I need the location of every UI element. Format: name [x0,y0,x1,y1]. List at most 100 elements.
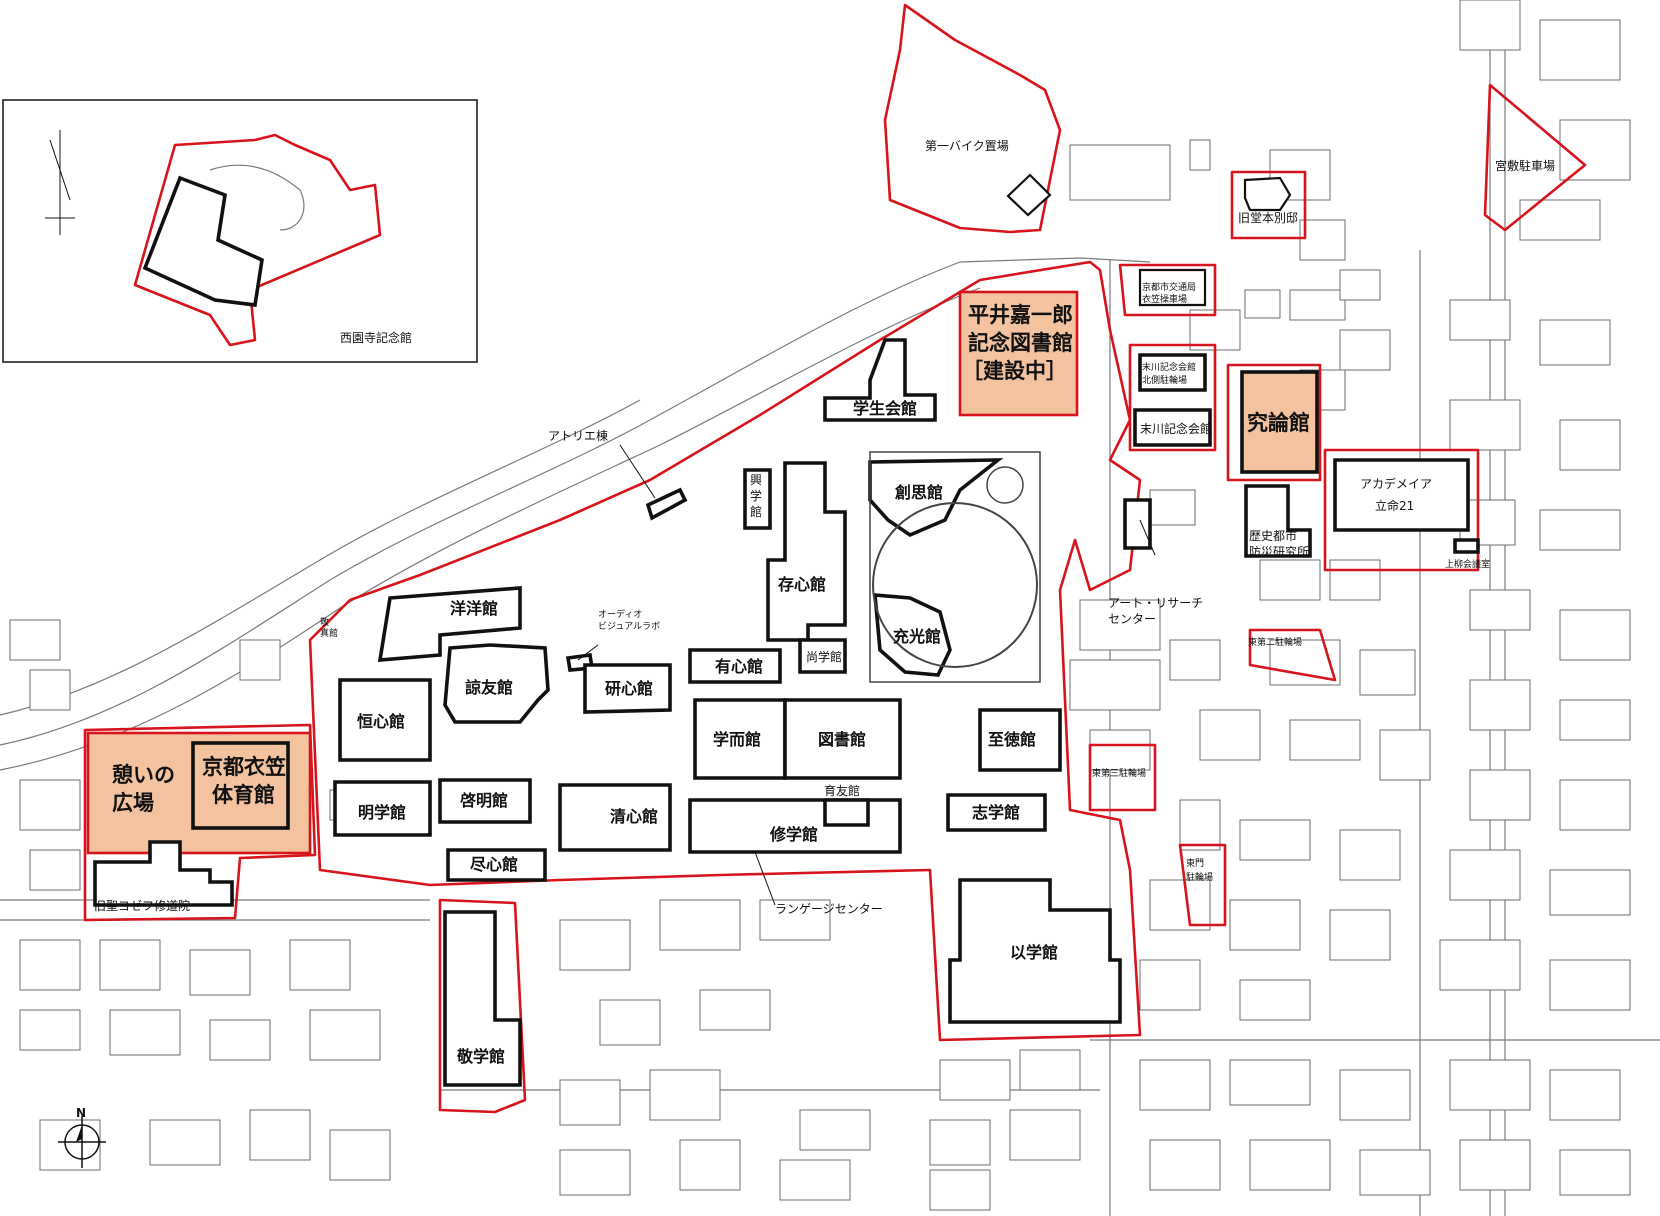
kyudo-boundary [1230,170,1307,240]
soshikan-building [868,458,1004,538]
seishinkan-building [558,783,672,852]
label-higashimon-2: 駐輪場 [1186,871,1213,883]
seiyosefu-building [93,840,234,907]
label-jinshinkan: 尽心館 [470,855,518,874]
koshinkan-building [338,678,432,762]
label-ikoi-1: 憩いの [112,763,175,787]
inset-north-arrow [45,130,75,235]
inset-boundary [133,133,382,347]
label-gym-2: 体育館 [212,783,275,807]
label-seiyosefu: 旧聖ヨゼフ修道院 [94,898,190,913]
label-suekawa: 末川記念会館 [1140,421,1212,436]
label-kyuronkan: 究論館 [1247,411,1310,435]
inset-label: 西園寺記念館 [340,330,412,345]
label-sanko-1: 敬 [320,616,329,628]
rekishi-building [1244,484,1312,558]
compass-icon: N [58,1106,106,1168]
label-rekishi-2: 防災研究所 [1249,544,1309,559]
label-yoyokan: 洋洋館 [450,599,498,618]
art-research-building [1123,498,1152,550]
label-yushinkan: 有心館 [715,657,763,676]
campus-boundaries [83,3,1587,1114]
ikoi-boundary [83,723,317,922]
label-ikoi-2: 広場 [112,791,154,815]
label-kogaku-2: 学 [750,488,762,503]
label-academeia-1: アカデメイア [1360,476,1432,491]
suekawa-n-boundary [1128,343,1217,452]
yushinkan-building [688,648,782,684]
label-library-1: 平井嘉一郎 [968,303,1073,327]
label-keimeikan: 啓明館 [460,791,508,810]
zonshin-building [766,461,847,642]
label-higashimon-1: 東門 [1186,857,1204,869]
inset-panel: 西園寺記念館 [2,99,478,363]
label-higashi3: 東第三駐輪場 [1092,767,1146,779]
igakukan-building [948,878,1122,1024]
kyudo-house [1243,176,1292,212]
label-suekawa-n-2: 北側駐輪場 [1142,374,1187,386]
label-meigakukan: 明学館 [358,803,406,822]
label-keigakukan: 敬学館 [456,1047,505,1066]
label-koshinkan: 恒心館 [357,712,405,731]
atorie-building [645,487,688,521]
ryoyukan-building [443,643,550,724]
keigaku-boundary [438,898,527,1114]
main-campus-boundary [308,260,1142,1042]
higashi2-boundary [1248,628,1337,682]
label-art-2: センター [1108,612,1156,626]
label-gakuseikaikan: 学生会館 [853,399,917,418]
academeia-building [1333,458,1470,532]
label-toshokan: 図書館 [818,730,866,749]
label-rekishi-1: 歴史都市 [1249,528,1297,543]
yoyokan-building [377,586,522,662]
kyuron-building [1240,370,1319,474]
keigakukan-building [443,910,522,1087]
kamiyanagi-building [1453,538,1480,554]
toshokan-building [783,698,902,780]
label-kenshinkan: 研心館 [605,679,653,698]
label-seishinkan: 清心館 [610,807,658,826]
kyuron-boundary [1226,363,1322,482]
label-sanko-2: 真館 [320,627,338,639]
label-miyashiki: 宮敷駐車場 [1495,158,1555,173]
label-library-2: 記念図書館 [968,331,1073,355]
meigakukan-building [333,780,432,837]
jukokan-building [873,593,952,677]
bike-shed [1006,173,1052,217]
label-art-1: アート・リサーチ [1108,596,1203,610]
kenshinkan-building [583,663,672,714]
label-ikuyukan: 育友館 [824,783,860,798]
label-kotsu-2: 衣笠操車場 [1142,293,1187,305]
label-bike: 第一バイク置場 [925,139,1009,153]
label-academeia-2: 立命21 [1375,498,1414,513]
label-kamiyanagi: 上柳会議室 [1445,558,1490,570]
plaza-circle [872,502,1038,668]
shitokukan-building [978,708,1062,772]
gakuseikaikan-building [823,338,937,422]
label-shogakukan: 尚学館 [806,649,842,664]
label-ryoyukan: 諒友館 [465,678,513,697]
jinshinkan-building [446,848,547,882]
kotsu-boundary [1118,263,1217,317]
label-igakukan: 以学館 [1010,943,1058,962]
miyashiki-boundary [1483,83,1587,232]
label-audio-1: オーディオ [598,608,642,620]
suekawa-n-building [1138,353,1207,392]
keimeikan-building [438,778,532,824]
leader-lines [577,444,1156,906]
label-kyudohonbettei: 旧堂本別邸 [1238,211,1298,225]
label-kogaku-1: 興 [750,473,762,487]
label-gym-1: 京都衣笠 [202,755,286,779]
label-library-3: ［建設中］ [962,359,1067,383]
kotsu-building [1138,268,1207,307]
library-highlight [958,290,1079,417]
label-kotsu-1: 京都市交通局 [1142,281,1196,293]
label-shigakukan: 志学館 [972,803,1020,822]
label-audio-2: ビジュアルラボ [598,621,660,632]
label-shugakukan: 修学館 [769,825,818,844]
buildings [93,173,1480,1087]
label-zonshinkan: 存心館 [778,575,826,594]
label-shitokukan: 至徳館 [988,730,1036,749]
kogaku-building [743,468,772,530]
label-suekawa-n-1: 末川記念会館 [1142,361,1196,373]
